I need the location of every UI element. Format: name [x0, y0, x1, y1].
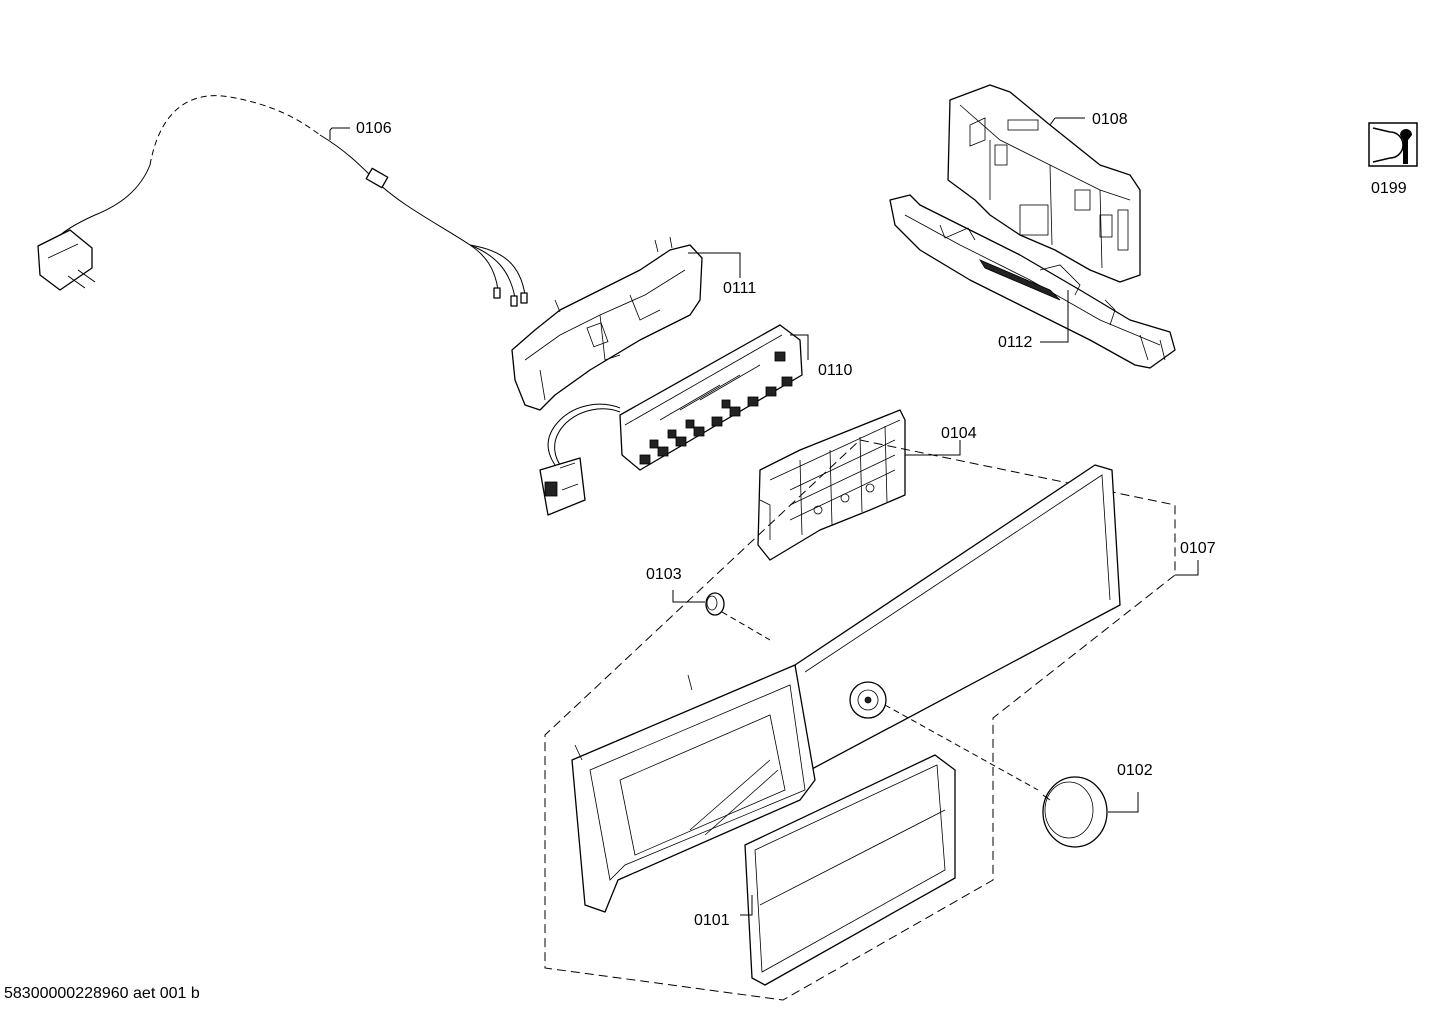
service-tool-icon: [1368, 122, 1418, 167]
label-0199: 0199: [1371, 180, 1407, 197]
power-cord-part: [37, 95, 528, 307]
small-button-part: [705, 592, 725, 616]
panel-frame-part: [511, 236, 703, 411]
label-0104: 0104: [941, 425, 977, 442]
knob-part: [1042, 776, 1108, 848]
leader-lines: [329, 117, 1199, 916]
label-0110: 0110: [818, 362, 853, 379]
pcb-board-part: [539, 324, 803, 516]
holder-rail-part: [889, 194, 1176, 369]
front-panel-part: [571, 464, 1121, 913]
label-0112: 0112: [998, 334, 1033, 351]
door-flap-part: [744, 754, 956, 986]
label-0102: 0102: [1117, 762, 1153, 779]
document-footer-id: 58300000228960 aet 001 b: [4, 985, 200, 1002]
label-0103: 0103: [646, 566, 682, 583]
label-0108: 0108: [1092, 111, 1128, 128]
label-0101: 0101: [694, 912, 730, 929]
control-module-part: [947, 84, 1141, 283]
display-carrier-part: [757, 409, 906, 561]
label-0106: 0106: [356, 120, 392, 137]
label-0107: 0107: [1180, 540, 1216, 557]
part-labels: 0106 0108 0199 0111 0110 0112 0104 0107 …: [356, 111, 1407, 929]
label-0111: 0111: [723, 280, 756, 297]
